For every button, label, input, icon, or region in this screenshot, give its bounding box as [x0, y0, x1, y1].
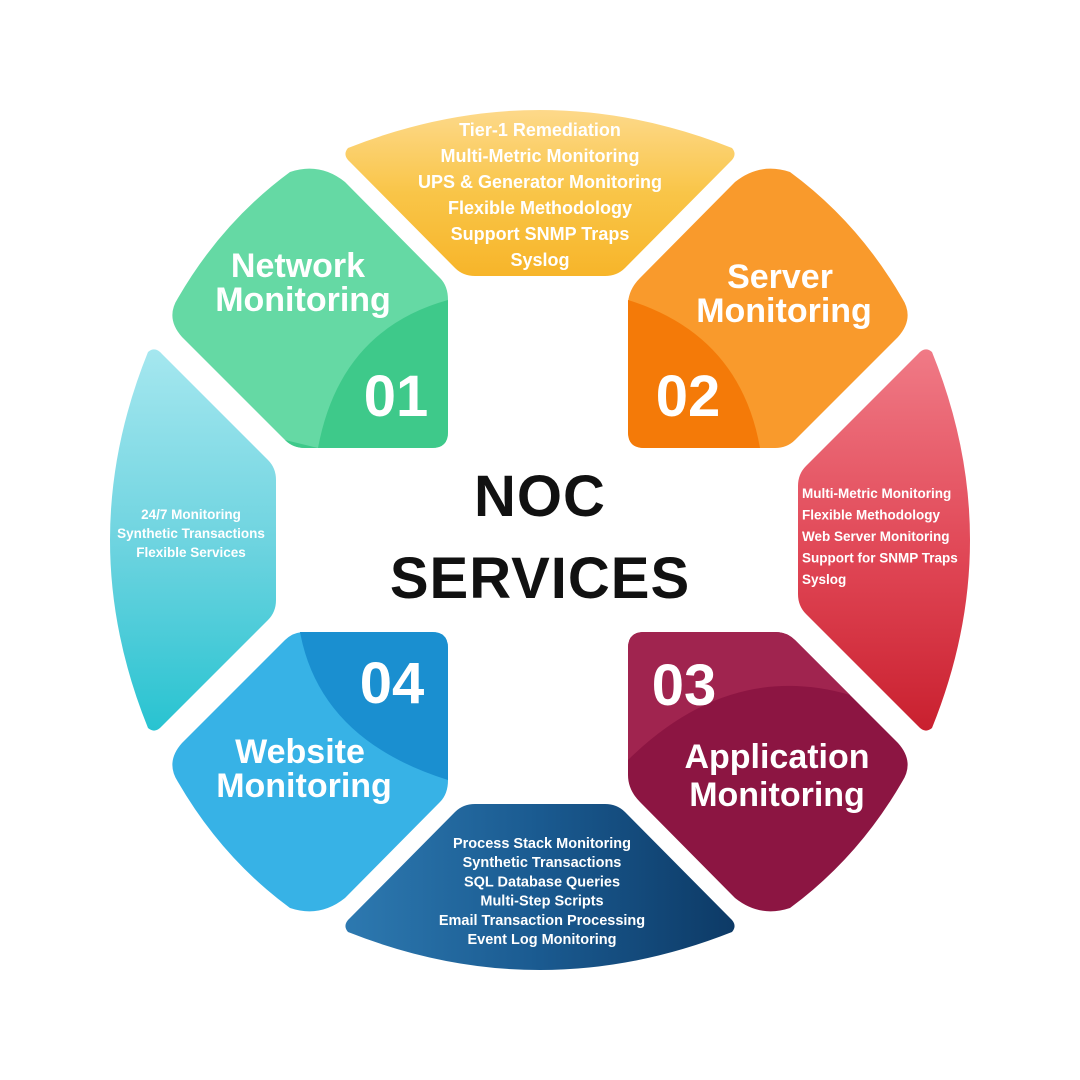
bottom-list-item: Email Transaction Processing [439, 913, 645, 929]
network-segment-shade [285, 300, 448, 448]
bottom-list-item: Multi-Step Scripts [480, 894, 603, 910]
center-title-line2: SERVICES [390, 546, 690, 611]
application-segment-shade [628, 632, 850, 760]
top-list-item: UPS & Generator Monitoring [418, 172, 662, 192]
application-title-line1: Application [684, 738, 869, 776]
server-title-line1: Server [727, 258, 833, 296]
server-title-line2: Monitoring [696, 292, 872, 330]
right-petal-shape [798, 349, 970, 731]
server-number: 02 [656, 364, 721, 429]
left-list-item: 24/7 Monitoring [141, 507, 241, 522]
network-monitoring-segment: Network Monitoring 01 [172, 168, 448, 448]
website-monitoring-segment: 04 Website Monitoring [172, 632, 448, 912]
network-title-line1: Network [231, 247, 365, 285]
bottom-list-item: Event Log Monitoring [467, 932, 616, 948]
right-list-item: Web Server Monitoring [802, 529, 950, 544]
right-list-item: Multi-Metric Monitoring [802, 486, 951, 501]
left-petal-shape [110, 349, 276, 731]
top-list-item: Multi-Metric Monitoring [441, 146, 640, 166]
right-list-item: Flexible Methodology [802, 508, 940, 523]
top-list-item: Flexible Methodology [448, 198, 632, 218]
bottom-petal-shape [345, 804, 735, 970]
network-title-line2: Monitoring [215, 281, 391, 319]
application-monitoring-segment: 03 Application Monitoring [628, 632, 908, 912]
right-list-item: Syslog [802, 572, 846, 587]
right-list-item: Support for SNMP Traps [802, 551, 958, 566]
top-petal-shape [345, 110, 735, 276]
top-list-item: Tier-1 Remediation [459, 120, 621, 140]
bottom-list-item: Synthetic Transactions [463, 855, 622, 871]
left-list-item: Synthetic Transactions [117, 526, 265, 541]
center-title-line1: NOC [474, 464, 606, 529]
left-list-item: Flexible Services [136, 545, 246, 560]
website-number: 04 [360, 651, 425, 716]
website-title-line2: Monitoring [216, 767, 392, 805]
website-segment-shade [300, 632, 448, 780]
website-title-line1: Website [235, 733, 365, 771]
application-title-line2: Monitoring [689, 776, 865, 814]
application-number: 03 [652, 653, 717, 718]
top-list-item: Support SNMP Traps [451, 224, 630, 244]
server-segment-shade [628, 300, 760, 448]
server-monitoring-segment: Server Monitoring 02 [628, 168, 908, 448]
network-number: 01 [364, 364, 429, 429]
top-list-item: Syslog [510, 250, 569, 270]
bottom-list-item: Process Stack Monitoring [453, 836, 631, 852]
bottom-list-item: SQL Database Queries [464, 874, 620, 890]
